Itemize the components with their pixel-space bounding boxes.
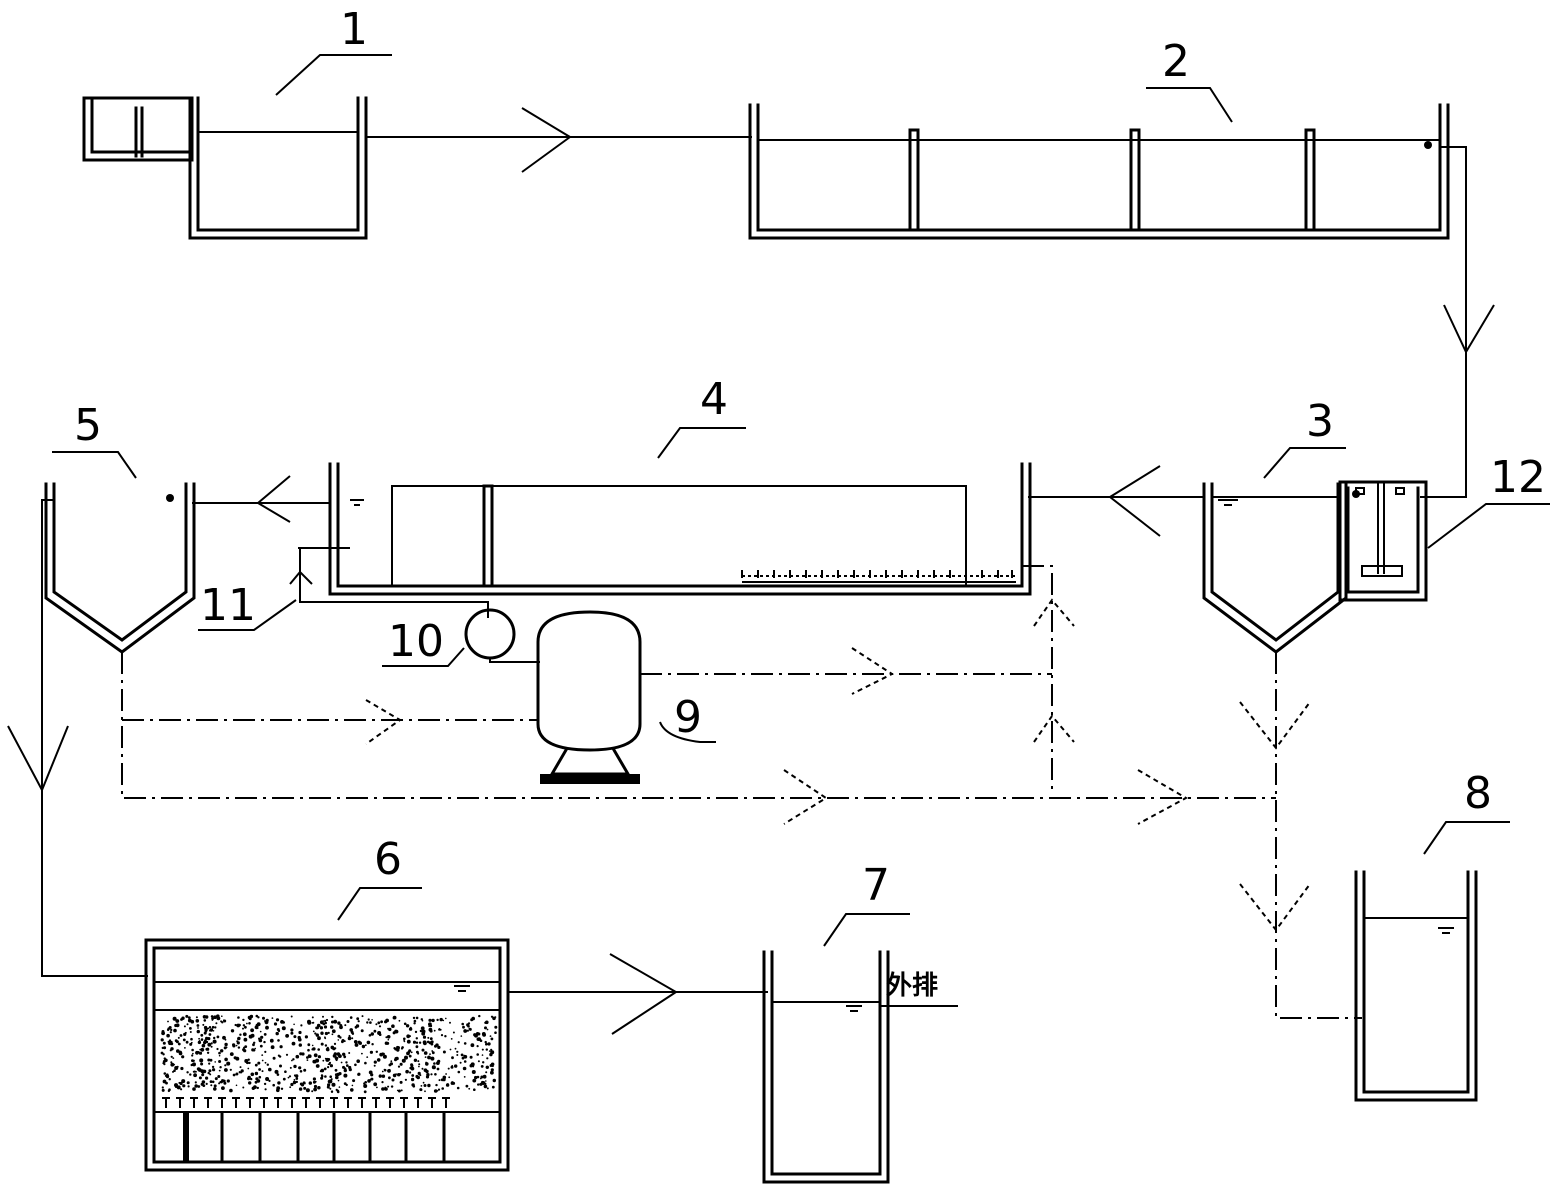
unit-4-aeration-tank — [328, 462, 1032, 596]
unit-3-clarifier — [1202, 482, 1348, 654]
air-riser-line — [1022, 565, 1053, 794]
label-8: 8 — [1423, 768, 1510, 855]
pipe-6-to-7 — [508, 953, 768, 1035]
label-1: 1 — [275, 4, 392, 96]
filter-underdrain — [183, 1112, 446, 1162]
label-11-text: 11 — [200, 580, 256, 631]
unit-11-air-line — [289, 547, 489, 618]
sludge-line-from-5 — [121, 652, 1276, 799]
unit-2-tank — [748, 103, 1450, 240]
discharge-label: 外排 — [886, 971, 938, 1001]
filter-media — [160, 1014, 498, 1094]
pipe-4-to-5 — [192, 475, 330, 523]
label-5: 5 — [52, 400, 137, 479]
unit-7-clear-tank — [762, 950, 958, 1184]
unit-12-mixing-tank — [1338, 480, 1428, 602]
label-11: 11 — [198, 580, 297, 631]
air-arrow-up-1 — [1033, 598, 1075, 627]
label-4-text: 4 — [700, 374, 728, 425]
pipe-1-to-2 — [366, 107, 752, 173]
sludge-line-from-3 — [1275, 652, 1362, 1019]
unit-5-clarifier — [44, 482, 196, 654]
label-3: 3 — [1263, 396, 1346, 479]
label-12: 12 — [1427, 452, 1550, 549]
sludge-arrow-to-9 — [365, 699, 402, 745]
label-3-text: 3 — [1306, 396, 1334, 447]
sludge-arrow-right-2 — [1137, 769, 1189, 825]
unit-10-blower — [464, 608, 540, 663]
filter-nozzles — [162, 1097, 450, 1108]
sludge-arrow-right-1 — [783, 769, 828, 825]
label-10-text: 10 — [388, 616, 444, 667]
label-1-text: 1 — [340, 4, 368, 55]
label-2: 2 — [1146, 36, 1233, 123]
label-9-text: 9 — [674, 692, 702, 743]
label-2-text: 2 — [1162, 36, 1190, 87]
label-6-text: 6 — [374, 834, 402, 885]
label-9: 9 — [674, 692, 702, 743]
label-7: 7 — [823, 860, 910, 947]
label-5-text: 5 — [74, 400, 102, 451]
label-7-text: 7 — [862, 860, 890, 911]
label-12-text: 12 — [1490, 452, 1546, 503]
sludge-arrow-down-1 — [1239, 701, 1311, 750]
pipe-5-to-6 — [7, 499, 148, 977]
label-4: 4 — [657, 374, 746, 459]
air-arrow-right — [851, 647, 895, 695]
air-arrow-up-2 — [1033, 714, 1075, 743]
pipe-2-to-12 — [1420, 146, 1495, 498]
label-8-text: 8 — [1464, 768, 1492, 819]
pipe-3-to-4 — [1028, 465, 1204, 537]
unit-6-filter — [144, 938, 510, 1172]
unit-8-sludge-tank — [1354, 870, 1478, 1102]
sludge-arrow-down-2 — [1239, 883, 1311, 932]
unit-1-tank — [82, 96, 368, 240]
unit-9-pressure-vessel — [536, 610, 716, 784]
label-6: 6 — [337, 834, 422, 921]
label-10: 10 — [382, 616, 465, 667]
